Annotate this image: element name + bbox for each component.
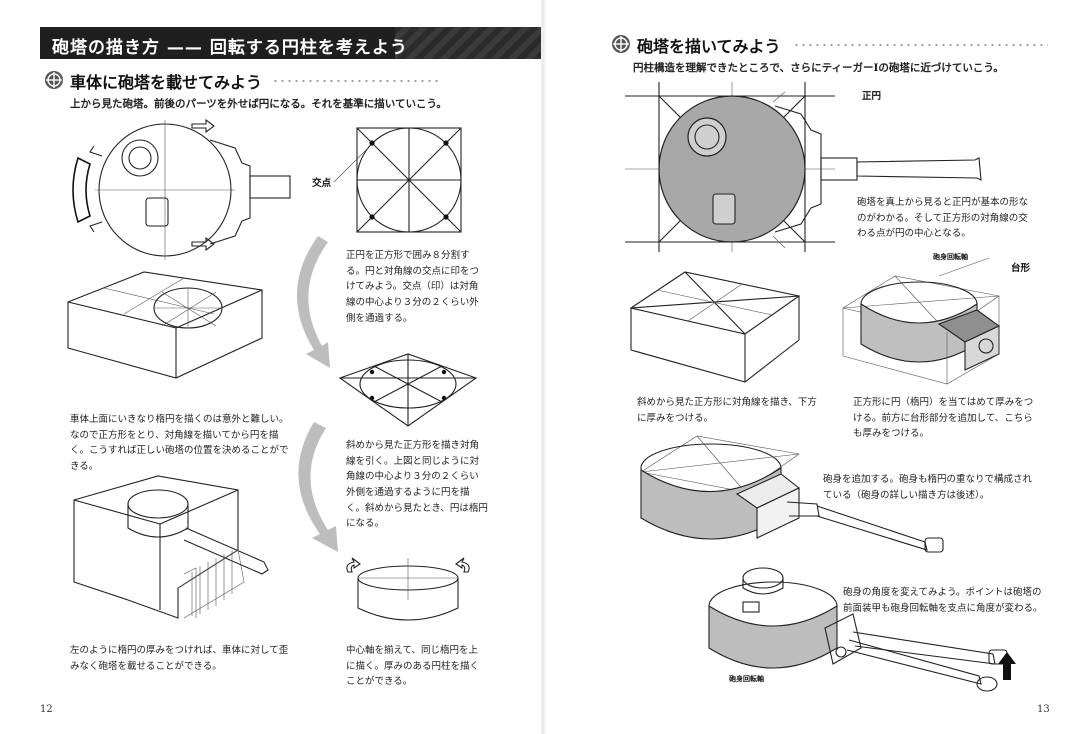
- label-gun-pivot-top: 砲身回転軸: [933, 253, 968, 261]
- section-title: 車体に砲塔を載せてみよう: [70, 73, 263, 92]
- caption-angle: 砲身の角度を変えてみよう。ポイントは砲塔の前面装甲も砲身回転軸を支点に角度が変わ…: [843, 587, 1043, 614]
- hull-top-drawing: [67, 271, 263, 379]
- caption-hull-top: 車体上面にいきなり楕円を描くのは意外と難しい。なので正方形をとり、対角線を描いて…: [70, 414, 289, 473]
- label-trapezoid: 台形: [1011, 263, 1031, 274]
- turret-with-barrel-drawing: [640, 435, 944, 553]
- lead-text: 円柱構造を理解できたところで、さらにティーガーⅠの砲塔に近づけていこう。: [633, 62, 1004, 74]
- lead-text: 上から見た砲塔。前後のパーツを外せば円になる。それを基準に描いていこう。: [70, 98, 447, 110]
- turret-angled-barrel-drawing: [708, 567, 1016, 692]
- dotted-rule: [793, 44, 1048, 46]
- ellipse-thickness-drawing: [842, 257, 1001, 385]
- section-heading-left: 車体に砲塔を載せてみよう: [44, 68, 444, 92]
- dotted-rule: [272, 80, 442, 82]
- curved-arrow-1: [296, 236, 330, 368]
- section-title: 砲塔を描いてみよう: [637, 37, 781, 56]
- label-circle: 正円: [862, 91, 882, 102]
- caption-thickness: 左のように楕円の厚みをつければ、車体に対して歪みなく砲塔を載せることができる。: [70, 645, 289, 672]
- page-number-left: 12: [40, 704, 53, 715]
- page-number-right: 13: [1037, 704, 1050, 715]
- crosshair-icon: [45, 71, 63, 89]
- caption-top-view: 砲塔を真上から見ると正円が基本の形なのがわかる。そして正方形の対角線の交わる点が…: [857, 197, 1029, 240]
- caption-ellipse-thickness: 正方形に円（楕円）を当てはめて厚みをつける。前方に台形部分を追加して、こちらも厚…: [853, 397, 1034, 440]
- hull-with-turret-drawing: [73, 475, 269, 619]
- curved-arrow-2: [298, 422, 338, 552]
- circle-in-square-drawing: [333, 127, 462, 233]
- turret-top-view-drawing: [72, 118, 291, 260]
- left-page: 砲塔の描き方 —— 回転する円柱を考えよう 車体に砲塔を載せてみよう 上から見た…: [40, 27, 545, 715]
- book-gutter: [541, 0, 545, 734]
- label-intersection: 交点: [312, 178, 332, 189]
- label-gun-pivot-bottom: 砲身回転軸: [729, 675, 764, 683]
- cylinder-drawing: [346, 557, 470, 621]
- caption-box: 斜めから見た正方形に対角線を描き、下方に厚みをつける。: [637, 397, 817, 424]
- title-bar-texture: [395, 27, 545, 59]
- caption-cylinder: 中心軸を揃えて、同じ楕円を上に描く。厚みのある円柱を描くことができる。: [346, 645, 480, 688]
- crosshair-icon: [612, 35, 630, 53]
- caption-diagonal-square: 斜めから見た正方形を描き対角線を引く。上図と同じように対角線の中心より３分の２く…: [346, 440, 488, 530]
- chapter-title: 砲塔の描き方 —— 回転する円柱を考えよう: [52, 38, 408, 58]
- caption-circle-square: 正円を正方形で囲み８分割する。円と対角線の交点に印をつけてみよう。交点（印）は対…: [346, 250, 480, 324]
- chapter-title-bar: 砲塔の描き方 —— 回転する円柱を考えよう: [40, 27, 545, 59]
- diagonal-square-drawing: [338, 353, 478, 427]
- section-heading-right: 砲塔を描いてみよう: [611, 32, 1051, 56]
- right-page: 砲塔を描いてみよう 円柱構造を理解できたところで、さらにティーガーⅠの砲塔に近づ…: [543, 0, 1086, 734]
- box-with-diagonals-drawing: [629, 271, 801, 383]
- turret-top-grid-drawing: [625, 82, 982, 252]
- caption-barrel: 砲身を追加する。砲身も楕円の重なりで構成されている（砲身の詳しい描き方は後述）。: [823, 474, 1033, 501]
